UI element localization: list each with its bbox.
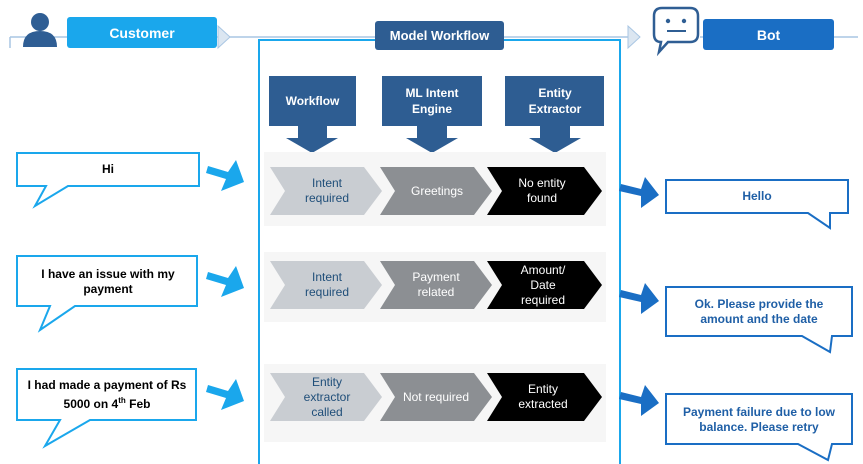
- step-chevron: [270, 373, 382, 421]
- step-chevron: [270, 261, 382, 309]
- bot-bubble: [665, 179, 849, 230]
- step-label: Not required: [402, 389, 470, 404]
- customer-message-before: I had made a payment of Rs 5000 on 4: [27, 378, 187, 411]
- customer-bubble: [16, 152, 200, 209]
- blue-arrow-icon: [619, 177, 659, 208]
- model-workflow-header: Model Workflow: [375, 21, 504, 50]
- customer-label: Customer: [109, 24, 175, 41]
- step-label: Entity extracted: [518, 382, 568, 411]
- step-label: Greetings: [410, 183, 464, 198]
- blue-arrow-icon: [206, 379, 244, 410]
- blue-arrow-icon: [206, 160, 244, 191]
- bot-bubble: [665, 393, 853, 462]
- customer-message-after: Feb: [125, 397, 151, 411]
- step-chevron: [380, 373, 492, 421]
- step-chevron: [270, 167, 382, 215]
- ml-intent-column-arrow-icon: [382, 76, 482, 153]
- blue-arrow-icon: [206, 266, 244, 297]
- step-chevron: [380, 261, 492, 309]
- bot-bubble: [665, 286, 853, 354]
- step-chevron: [380, 167, 492, 215]
- person-icon: [23, 13, 57, 47]
- blue-arrow-icon: [619, 385, 659, 416]
- bot-reply: Hello: [742, 189, 772, 203]
- step-chevron: [487, 373, 602, 421]
- column-header-entity-extractor: Entity Extractor: [528, 86, 582, 116]
- customer-message-sup: th: [118, 396, 126, 405]
- customer-message: I had made a payment of Rs 5000 on 4th F…: [22, 372, 192, 418]
- step-label: Entity extractor called: [303, 374, 351, 419]
- step-label: Amount/ Date required: [520, 262, 566, 307]
- bot-reply: Ok. Please provide the amount and the da…: [694, 297, 824, 326]
- customer-header: Customer: [67, 17, 217, 48]
- customer-bubble: [16, 255, 198, 333]
- step-label: No entity found: [518, 176, 566, 205]
- bot-label: Bot: [756, 26, 781, 43]
- entity-extractor-column-arrow-icon: [505, 76, 604, 153]
- blue-arrow-icon: [619, 283, 659, 314]
- column-header-ml-intent-engine: ML Intent Engine: [405, 86, 459, 116]
- step-label: Intent required: [304, 270, 350, 299]
- customer-message: Hi: [102, 162, 114, 176]
- timeline-chevron-icon: [627, 24, 641, 50]
- chat-bubble-face-icon: [652, 6, 700, 57]
- model-workflow-label: Model Workflow: [389, 28, 490, 43]
- workflow-column-arrow-icon: [269, 76, 356, 153]
- step-label: Payment related: [412, 270, 460, 299]
- step-chevron: [487, 167, 602, 215]
- step-chevron: [487, 261, 602, 309]
- customer-message: I have an issue with my payment: [41, 267, 175, 296]
- timeline-chevron-icon: [217, 24, 231, 50]
- step-label: Intent required: [304, 176, 350, 205]
- column-header-workflow: Workflow: [285, 94, 340, 108]
- bot-reply: Payment failure due to low balance. Plea…: [682, 404, 836, 434]
- bot-header: Bot: [703, 19, 834, 50]
- customer-bubble: [16, 368, 197, 449]
